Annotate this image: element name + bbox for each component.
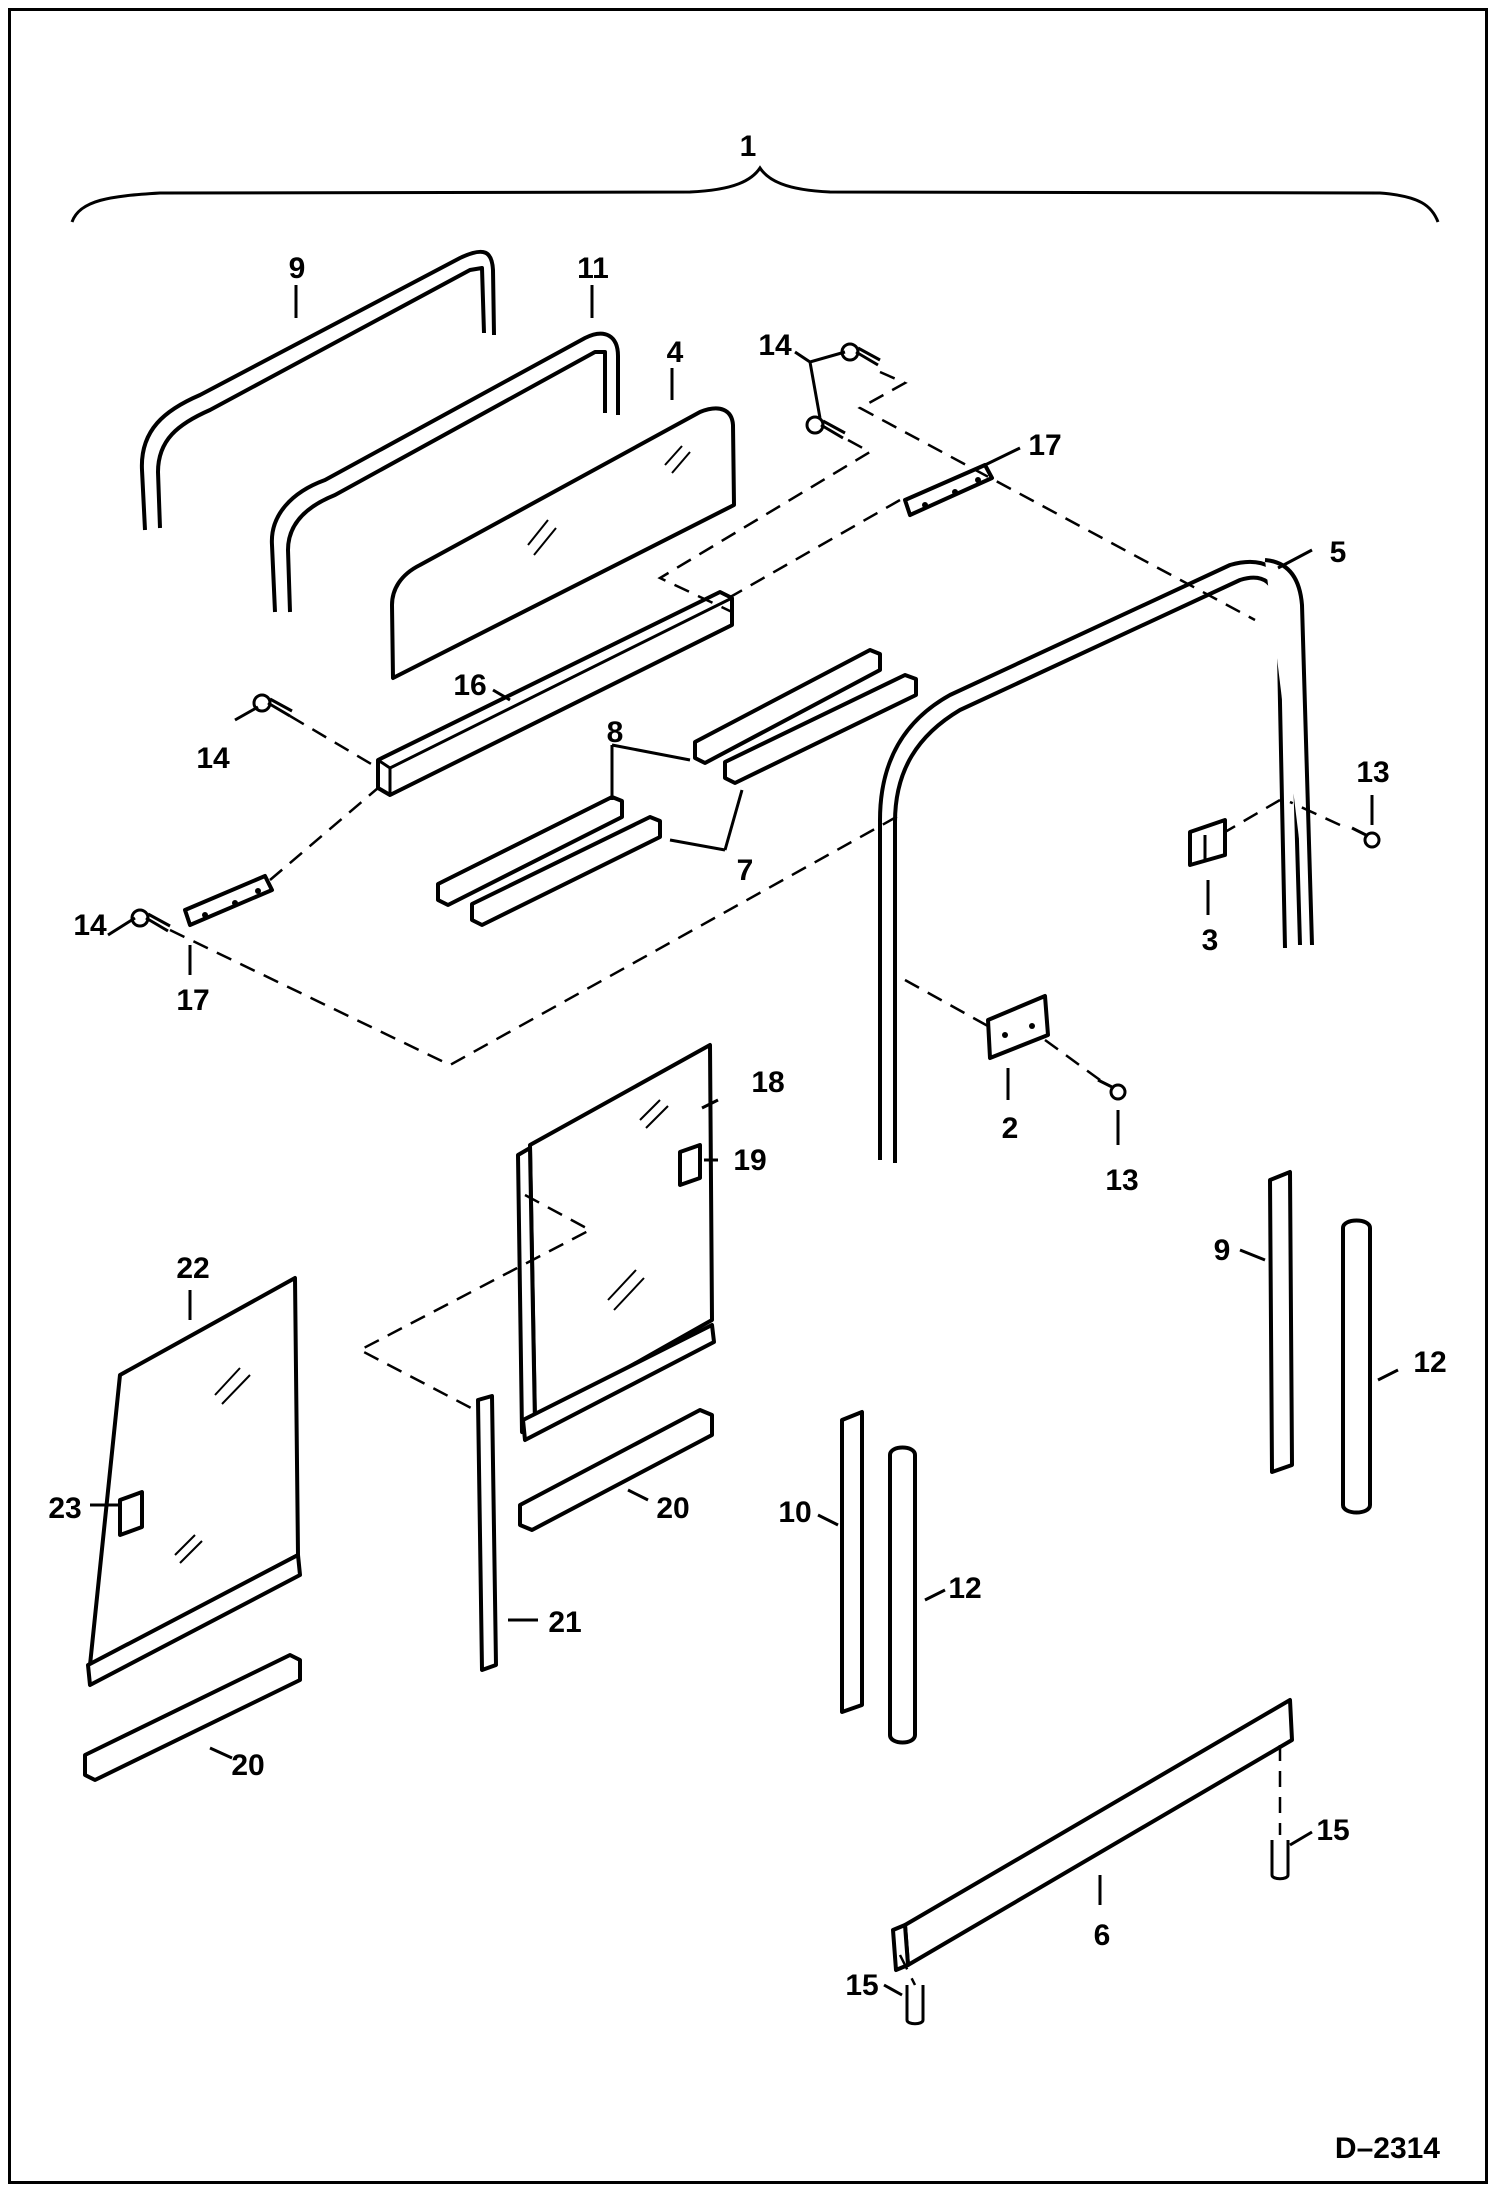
callout-18: 18 [751,1066,784,1099]
callout-20-upper: 20 [656,1492,689,1525]
part-13-screw-b [1097,1078,1127,1101]
callout-5: 5 [1330,536,1347,569]
part-6-end-cap [891,1923,910,1972]
callout-14-left: 14 [196,742,230,775]
part-19-latch [678,1143,702,1187]
part-8-strip-lower [436,795,624,907]
part-14-bolt-c [252,693,293,718]
callout-22: 22 [176,1252,209,1285]
callout-4: 4 [667,336,684,369]
callout-14-top: 14 [758,329,792,362]
callout-19: 19 [733,1144,766,1177]
part-7-strip-upper [723,673,918,785]
part-3-bracket [1188,818,1227,867]
callout-7: 7 [737,854,754,887]
part-22-side-glass [88,1276,300,1667]
callout-1: 1 [740,130,757,163]
part-18-door-sill [521,1323,716,1442]
part-20-strip-upper [518,1408,714,1532]
part-14-bolt-d [130,908,171,933]
part-23-latch [118,1490,144,1537]
callout-11: 11 [577,252,609,285]
callout-9-top: 9 [289,252,306,285]
part-17-plate-lower [183,874,274,927]
part-18-door-glass [528,1043,714,1422]
part-12-tube-center [888,1445,917,1745]
callout-15-lower: 15 [845,1969,878,2002]
callout-6: 6 [1094,1919,1111,1952]
part-10-post [840,1410,864,1714]
part-12-tube-right [1341,1218,1372,1515]
part-9-seal-top-inner [156,266,486,529]
callout-13-lower: 13 [1105,1164,1138,1197]
callout-8: 8 [607,716,624,749]
part-13-screw-a [1351,826,1381,849]
callout-17-top: 17 [1028,429,1061,462]
part-15-bolt-a [1270,1840,1290,1881]
part-11-gasket-inner [286,350,607,613]
callout-12-right: 12 [1413,1346,1446,1379]
part-14-bolt-a [840,342,881,367]
assembly-brace [70,165,1440,223]
callout-2: 2 [1002,1112,1019,1145]
part-8-strip-upper [693,648,882,765]
callout-21: 21 [548,1606,581,1639]
callout-3: 3 [1202,924,1219,957]
part-15-bolt-b [905,1985,925,2026]
part-7-strip-lower [470,815,662,927]
part-20-strip-lower [83,1653,302,1782]
part-4-rear-glass [390,406,736,680]
part-14-bolt-b [805,415,846,440]
callouts: 1 9 11 4 14 17 5 16 14 8 13 7 14 3 17 18… [48,130,1446,2002]
part-18-door-channel [516,1146,537,1434]
part-2-bracket [986,994,1050,1060]
callout-15-right: 15 [1316,1814,1349,1847]
callout-20-lower: 20 [231,1749,264,1782]
callout-23: 23 [48,1492,81,1525]
part-5-main-frame-inner [893,575,1287,1163]
part-9-seal-vertical [1268,1170,1294,1474]
callout-17-lower: 17 [176,984,209,1017]
part-5-main-frame-back [1264,558,1314,946]
callout-9-vertical: 9 [1214,1234,1231,1267]
callout-14-lower: 14 [73,909,107,942]
part-21-channel [476,1394,498,1672]
callout-10: 10 [778,1496,811,1529]
callout-13-top: 13 [1356,756,1389,789]
drawing-code: D–2314 [1335,2132,1440,2165]
callout-12-center: 12 [948,1572,981,1605]
callout-16: 16 [453,669,486,702]
part-22-side-sill [86,1553,302,1687]
